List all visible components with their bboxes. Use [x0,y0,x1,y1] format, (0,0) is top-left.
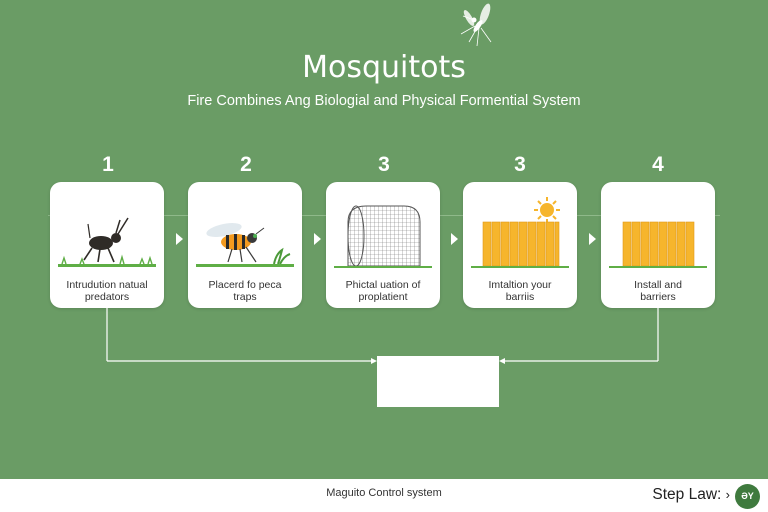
step-label-barriers-sun: Imtaltion your barriis [488,279,552,303]
step-number-3: 3 [378,153,390,176]
step-label-traps: Placerd fo peca traps [208,279,282,303]
step-law-link[interactable]: Step Law: › [652,486,730,503]
arrow-right-icon [451,233,458,245]
step-card-mesh[interactable]: Phictal uation of proplatient [326,182,440,308]
step-number-5: 4 [652,153,664,176]
beetle-icon [58,217,156,267]
fence-sun-icon [471,197,569,268]
mosquito-icon [460,3,492,47]
step-card-predators[interactable]: Intrudution natual predators [50,182,164,308]
wasp-icon [196,223,294,267]
step-number-2: 2 [240,153,252,176]
arrow-right-icon [589,233,596,245]
sun-icon [534,197,560,223]
mesh-cage-icon [334,205,432,268]
arrow-right-icon [176,233,183,245]
step-card-barriers[interactable]: Install and barriers [601,182,715,308]
page-title: Mosquitots [302,50,466,85]
step-card-traps[interactable]: Placerd fo peca traps [188,182,302,308]
footer-title: Maguito Control system [326,487,442,499]
step-label-mesh: Phictal uation of proplatient [345,279,421,303]
result-box [377,356,499,407]
step-label-predators: Intrudution natual predators [66,279,148,303]
step-label-barriers: Install and barriers [634,279,682,303]
step-card-barriers-sun[interactable]: Imtaltion your barriis [463,182,577,308]
step-number-1: 1 [102,153,114,176]
arrow-right-icon [314,233,321,245]
step-number-4: 3 [514,153,526,176]
step-badge[interactable]: ƏY [735,484,760,509]
fence-icon [609,221,707,268]
footer-bar: Maguito Control system Step Law: › ƏY [0,479,768,512]
page-subtitle: Fire Combines Ang Biologial and Physical… [187,93,581,109]
